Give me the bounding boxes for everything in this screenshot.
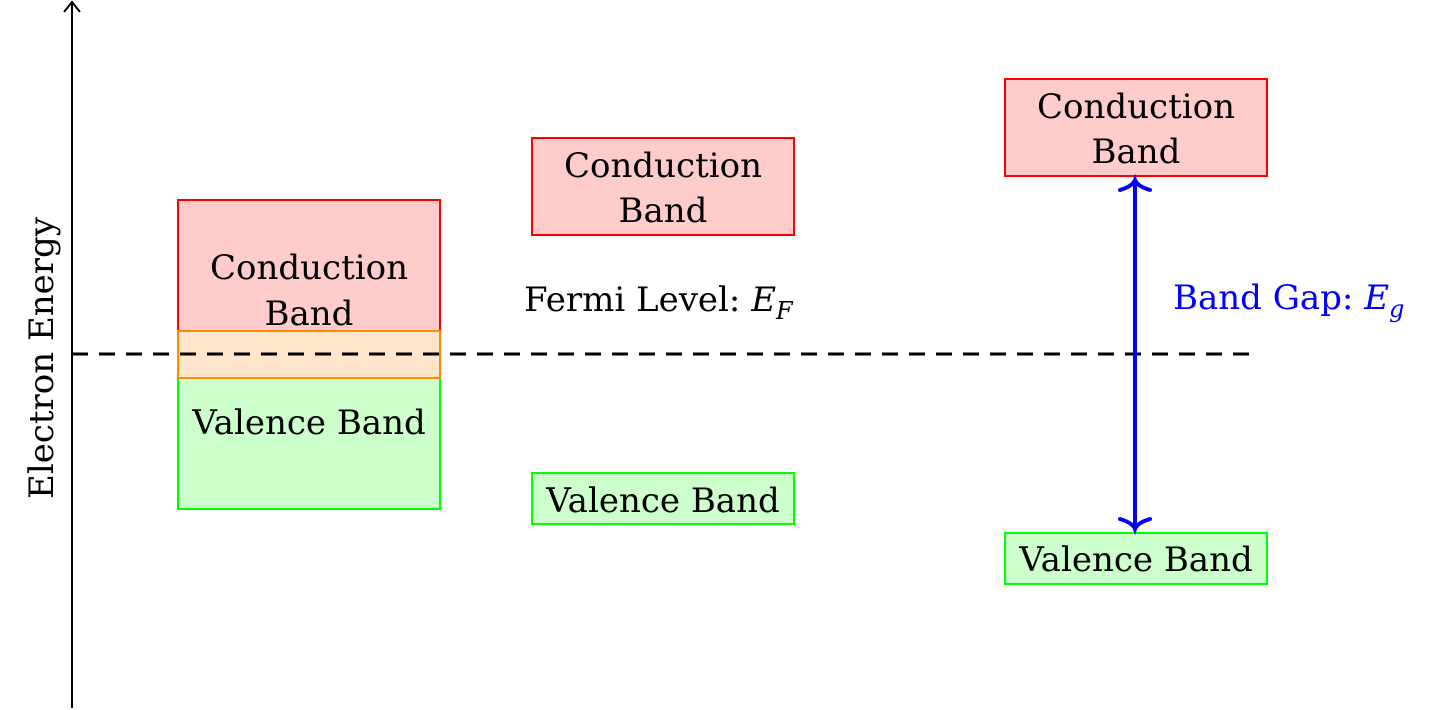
metal-valence-band	[177, 377, 441, 510]
insulator-conduction-label-line2: Band	[1092, 132, 1181, 172]
energy-axis-arrowhead	[63, 0, 81, 13]
band-gap-text: Band Gap:	[1173, 278, 1364, 318]
metal-valence-label: Valence Band	[191, 403, 425, 443]
fermi-subscript: F	[775, 297, 794, 325]
semiconductor-conduction-label-line1: Conduction	[564, 146, 762, 186]
semiconductor-valence-band	[531, 472, 795, 525]
metal-conduction-band	[177, 199, 441, 332]
semiconductor-valence-label: Valence Band	[545, 481, 779, 521]
axis-label: Electron Energy	[22, 216, 62, 499]
insulator-valence-label: Valence Band	[1018, 540, 1252, 580]
fermi-level-text: Fermi Level:	[524, 280, 751, 320]
metal-conduction-label-line2: Band	[265, 294, 354, 334]
band-gap-subscript: g	[1389, 295, 1404, 323]
metal-conduction-label-line1: Conduction	[210, 248, 408, 288]
fermi-symbol: E	[750, 280, 776, 320]
band-gap-label: Band Gap: Eg	[1173, 278, 1404, 323]
band-gap-symbol: E	[1363, 278, 1389, 318]
insulator-conduction-label-line1: Conduction	[1037, 87, 1235, 127]
semiconductor-conduction-label-line2: Band	[619, 191, 708, 231]
insulator-conduction-band	[1004, 78, 1268, 177]
band-gap-arrowhead-bottom	[1118, 517, 1152, 536]
insulator-valence-band	[1004, 532, 1268, 585]
fermi-level-label: Fermi Level: EF	[524, 280, 794, 325]
band-gap-arrowhead-top	[1118, 173, 1152, 192]
semiconductor-conduction-band	[531, 137, 795, 236]
